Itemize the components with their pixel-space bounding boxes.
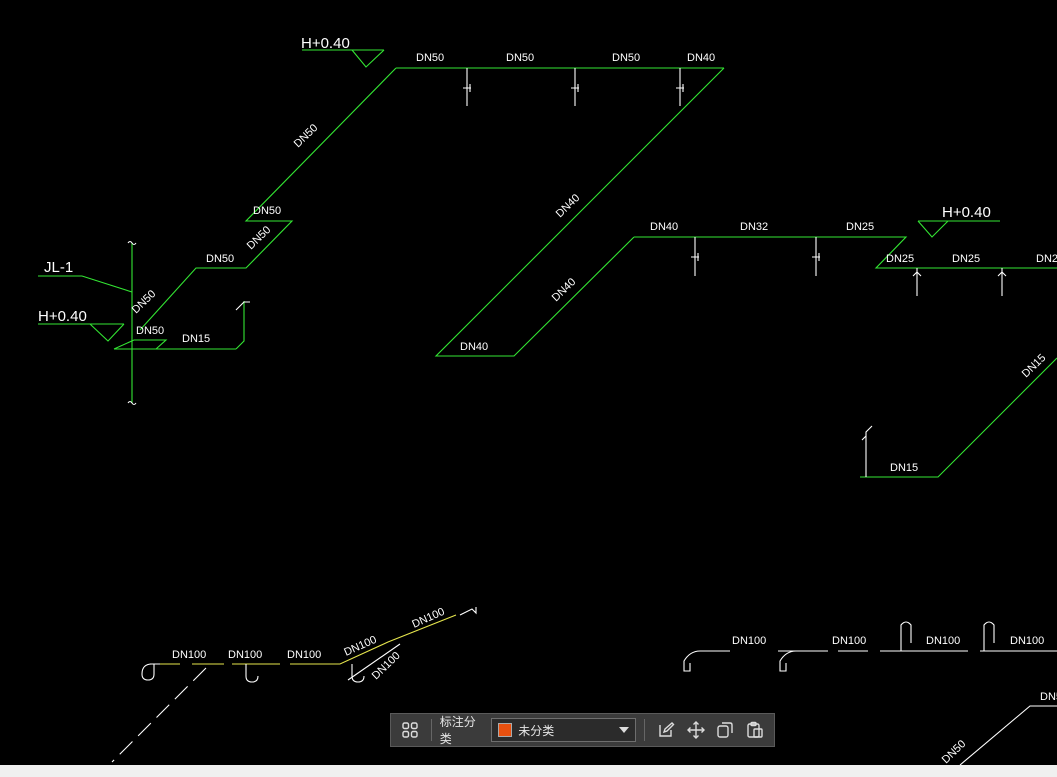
- toolbar-separator: [430, 719, 432, 741]
- dim-label: DN100: [410, 606, 446, 631]
- category-color-swatch: [498, 723, 513, 737]
- chevron-down-icon: [619, 727, 629, 733]
- dim-label: DN50: [416, 52, 444, 64]
- elevation-top: H+0.40: [301, 35, 350, 52]
- drain-network-bottom: [111, 607, 1057, 765]
- status-strip: [0, 765, 1057, 777]
- dim-label: DN100: [1010, 635, 1044, 647]
- dim-label: DN50: [292, 122, 321, 150]
- dim-label: DN50: [245, 224, 274, 252]
- toolbar-separator: [644, 719, 645, 741]
- edit-icon[interactable]: [653, 717, 679, 743]
- dim-label: DN5: [1040, 691, 1057, 703]
- category-value: 未分类: [518, 723, 555, 738]
- dim-label: DN40: [550, 276, 579, 304]
- elevation-left: H+0.40: [38, 308, 87, 325]
- dim-label: DN50: [253, 205, 281, 217]
- dim-label: DN2: [1036, 253, 1057, 265]
- elevation-right: H+0.40: [942, 204, 991, 221]
- dim-label: DN100: [287, 649, 321, 661]
- dim-label: DN50: [130, 288, 159, 316]
- dim-label: DN100: [926, 635, 960, 647]
- dim-label: DN40: [650, 221, 678, 233]
- dim-label: DN50: [612, 52, 640, 64]
- dim-label: DN15: [182, 333, 210, 345]
- annotation-toolbar: 标注分类 未分类: [390, 713, 775, 747]
- dim-label: DN100: [832, 635, 866, 647]
- dim-label: DN40: [460, 341, 488, 353]
- dim-label: DN50: [206, 253, 234, 265]
- jl1-label: JL-1: [44, 259, 73, 276]
- grid-icon[interactable]: [397, 717, 423, 743]
- dim-label: DN25: [846, 221, 874, 233]
- dim-label: DN15: [890, 462, 918, 474]
- dim-label: DN100: [228, 649, 262, 661]
- dim-label: DN100: [370, 650, 403, 682]
- dimension-labels: JL-1 H+0.40 H+0.40 H+0.40 DN50 DN50 DN50…: [38, 35, 1057, 765]
- dim-label: DN100: [732, 635, 766, 647]
- paste-icon[interactable]: [742, 717, 768, 743]
- category-label: 标注分类: [439, 715, 476, 746]
- category-select[interactable]: 未分类: [491, 718, 636, 742]
- dim-label: DN25: [952, 253, 980, 265]
- pipe-network-left: [38, 49, 1057, 478]
- dim-label: DN25: [886, 253, 914, 265]
- move-icon[interactable]: [683, 717, 709, 743]
- dim-label: DN32: [740, 221, 768, 233]
- dim-label: DN40: [687, 52, 715, 64]
- copy-icon[interactable]: [712, 717, 738, 743]
- dim-label: DN50: [506, 52, 534, 64]
- dim-label: DN100: [172, 649, 206, 661]
- dim-label: DN15: [1020, 352, 1049, 380]
- dim-label: DN40: [554, 192, 583, 220]
- dim-label: DN50: [136, 325, 164, 337]
